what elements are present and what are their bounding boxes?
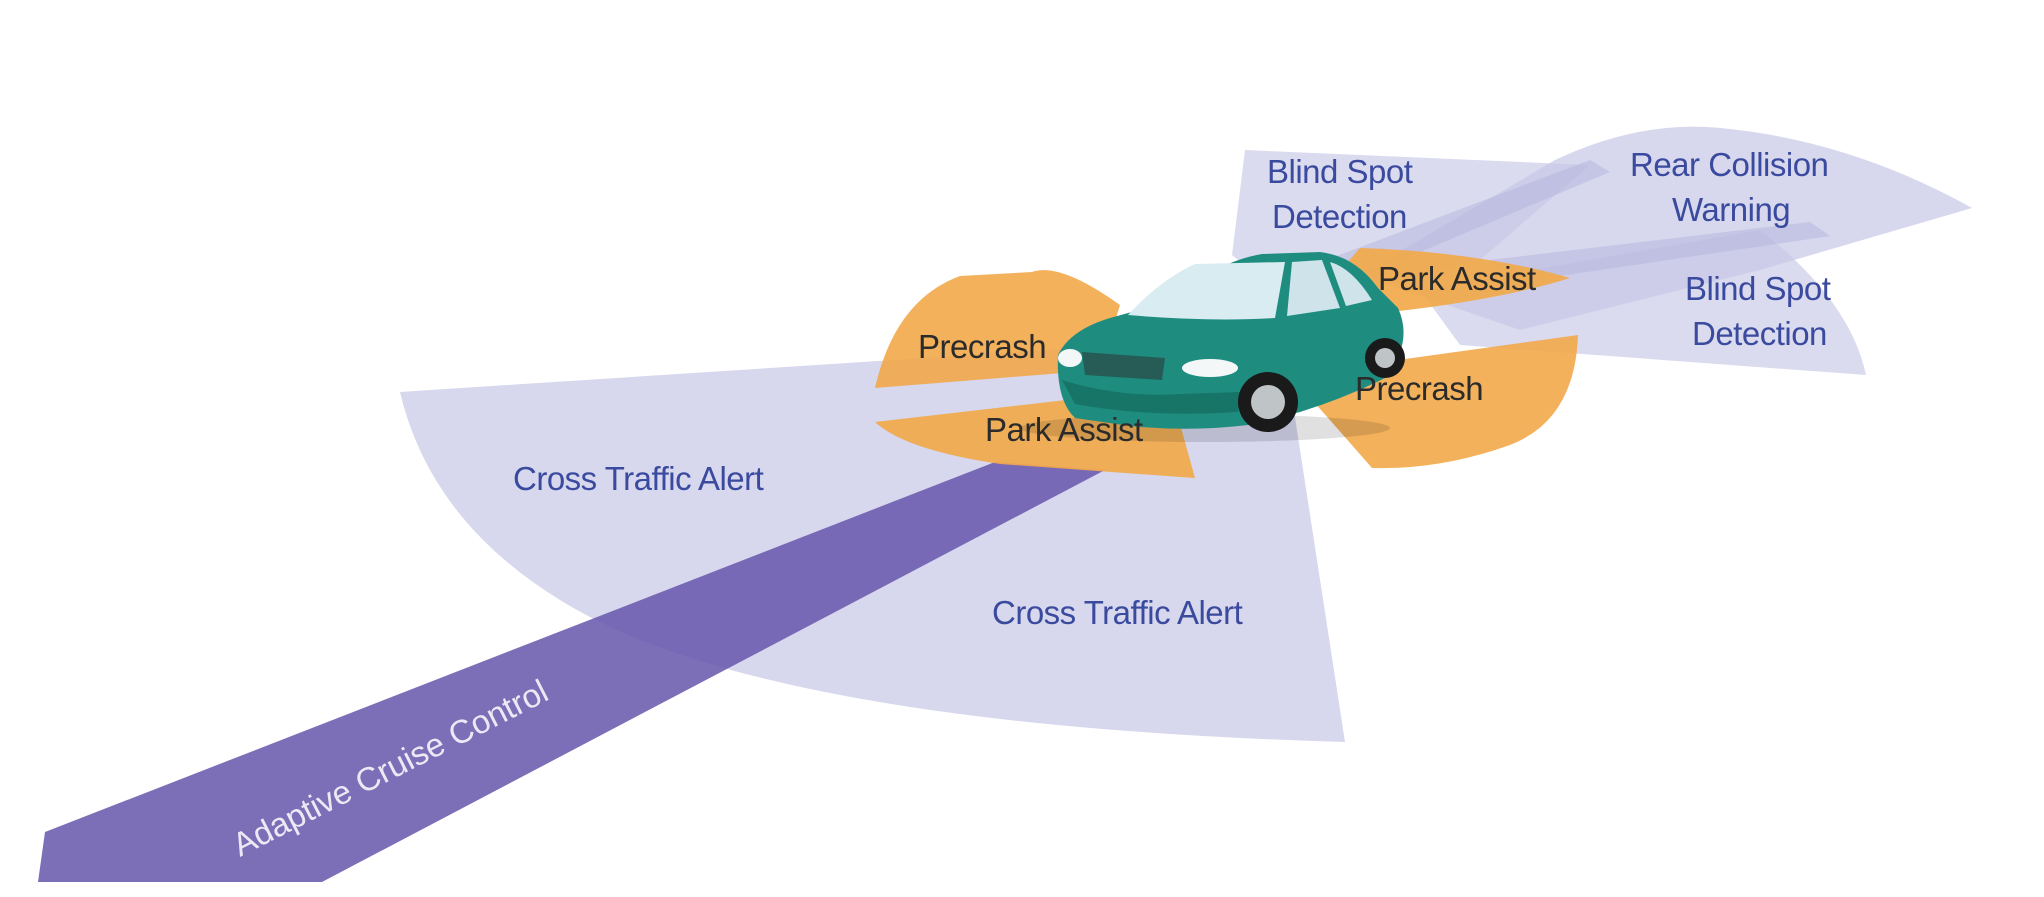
label-precrash-front: Precrash (918, 328, 1046, 365)
rear-beam-lower (1490, 222, 1830, 282)
car-headlight-left (1058, 349, 1082, 367)
label-blind-spot-lower-line1: Blind Spot (1685, 270, 1831, 307)
label-park-assist-front: Park Assist (985, 411, 1143, 448)
car-bumper (1062, 380, 1240, 414)
car-grille (1082, 352, 1165, 380)
label-cross-traffic-alert-front: Cross Traffic Alert (992, 594, 1243, 631)
car-windshield (1128, 262, 1285, 320)
label-park-assist-rear: Park Assist (1378, 260, 1536, 297)
label-blind-spot-upper-line1: Blind Spot (1267, 153, 1413, 190)
label-cross-traffic-alert-left: Cross Traffic Alert (513, 460, 764, 497)
label-rear-collision-line2: Warning (1672, 191, 1790, 228)
car-headlight-right (1182, 359, 1238, 377)
label-blind-spot-upper-line2: Detection (1272, 198, 1407, 235)
adaptive-cruise-beam (38, 462, 1105, 882)
label-rear-collision-line1: Rear Collision (1630, 146, 1828, 183)
car-side-window-front (1287, 260, 1340, 316)
car (1020, 252, 1405, 442)
label-precrash-side: Precrash (1355, 370, 1483, 407)
car-rim-front (1251, 385, 1285, 419)
blind-spot-zone-lower (1420, 230, 1866, 375)
car-side-window-rear (1330, 262, 1372, 306)
park-assist-zone-rear (1345, 248, 1570, 312)
car-rim-rear (1375, 348, 1395, 368)
label-blind-spot-lower-line2: Detection (1692, 315, 1827, 352)
